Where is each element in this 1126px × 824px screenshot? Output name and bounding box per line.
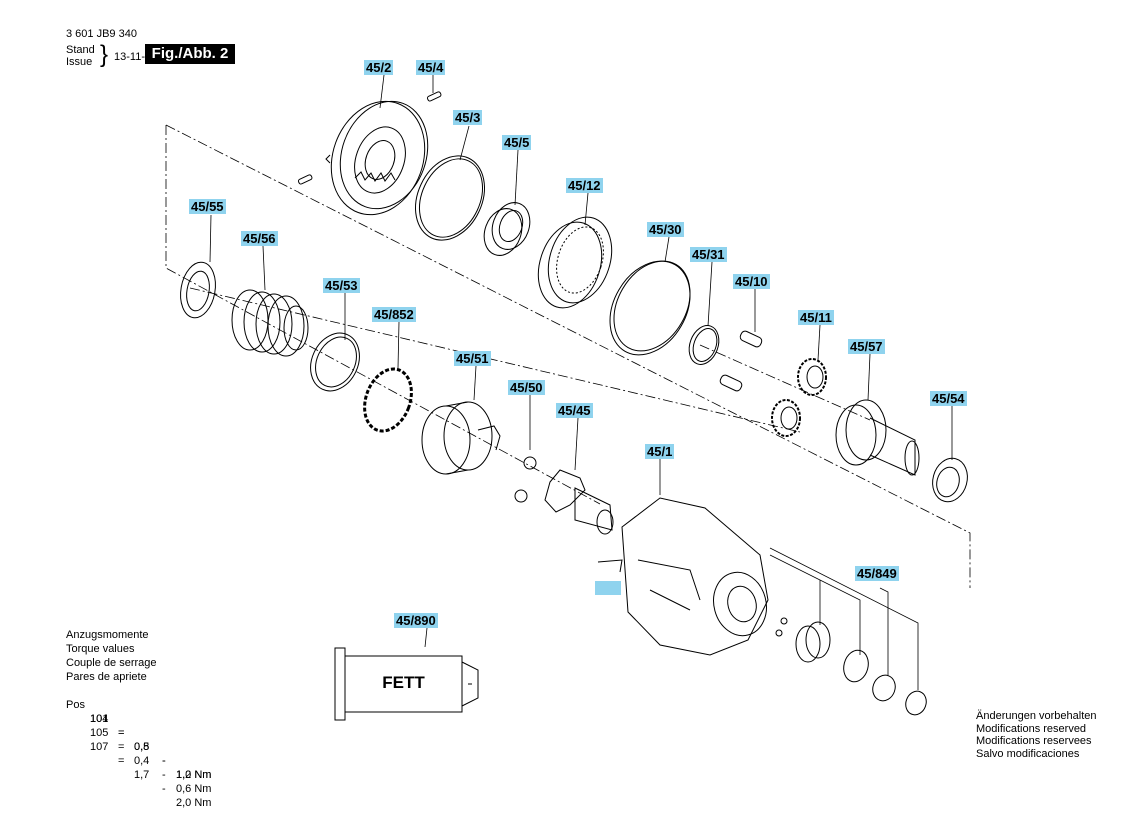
- torque-title-de: Anzugsmomente: [66, 629, 149, 641]
- label-45-11: 45/11: [798, 310, 834, 325]
- torque-dash: -: [162, 769, 166, 781]
- part-45-51-clutch: [421, 401, 501, 475]
- label-45-50: 45/50: [508, 380, 545, 395]
- label-45-890: 45/890: [394, 613, 438, 628]
- torque-pos: 105: [90, 727, 109, 739]
- label-45-56: 45/56: [241, 231, 278, 246]
- part-45-45-anvil: [544, 469, 614, 535]
- torque-min: 1,7: [134, 769, 150, 781]
- stand-label: Stand: [66, 44, 95, 56]
- torque-min: 0,4: [134, 755, 150, 767]
- label-45-45: 45/45: [556, 403, 593, 418]
- part-45-54-seal: [932, 457, 968, 503]
- torque-dash: -: [162, 783, 166, 795]
- torque-max: 1,0 Nm: [176, 769, 212, 781]
- assembly-axis-lines: [165, 124, 971, 588]
- torque-pos: 104: [90, 713, 109, 725]
- part-45-3-oring: [415, 155, 485, 241]
- modification-notes: Änderungen vorbehalten Modifications res…: [976, 710, 1096, 760]
- torque-pos: 107: [90, 741, 109, 753]
- note-de: Änderungen vorbehalten: [976, 710, 1097, 722]
- label-45-1: 45/1: [645, 444, 675, 459]
- label-blank-highlight: [595, 581, 621, 595]
- torque-row: 105 = 0,4 - 0,6 Nm: [66, 712, 211, 795]
- torque-min: 0,8: [134, 741, 150, 753]
- torque-eq: =: [118, 727, 125, 739]
- part-45-50-ball: [523, 456, 537, 470]
- note-en: Modifications reserved: [976, 722, 1087, 735]
- part-45-12-ring-gear: [537, 216, 613, 309]
- label-45-5: 45/5: [502, 135, 532, 150]
- torque-eq: =: [118, 741, 125, 753]
- torque-row: Pos 101 = 0,8 - 1,2 Nm: [66, 684, 211, 781]
- label-45-51: 45/51: [454, 351, 491, 366]
- exploded-diagram: [165, 74, 971, 721]
- part-45-1-gear-housing: [597, 497, 769, 656]
- part-45-31-ring: [688, 325, 720, 365]
- label-45-3: 45/3: [453, 110, 483, 125]
- label-45-53: 45/53: [323, 278, 360, 293]
- label-45-2: 45/2: [364, 60, 394, 75]
- figure-label: Fig./Abb. 2: [145, 44, 235, 64]
- label-45-12: 45/12: [566, 178, 603, 193]
- label-45-54: 45/54: [930, 391, 967, 406]
- part-45-852-ball-ring: [363, 367, 413, 433]
- pos-label: Pos: [66, 699, 85, 711]
- label-45-849: 45/849: [855, 566, 899, 581]
- label-45-4: 45/4: [416, 60, 446, 75]
- torque-max: 1,2 Nm: [176, 769, 212, 781]
- label-45-30: 45/30: [647, 222, 684, 237]
- label-45-57: 45/57: [848, 339, 885, 354]
- torque-pos: 101: [90, 713, 109, 725]
- part-45-50-ball-lower: [514, 489, 528, 503]
- part-45-11-planet-gears: [771, 358, 827, 437]
- part-45-890-grease-tube: [334, 647, 479, 721]
- label-45-31: 45/31: [690, 247, 727, 262]
- torque-max: 2,0 Nm: [176, 797, 212, 809]
- part-45-5-bearing: [483, 202, 531, 256]
- torque-row: 107 = 1,7 - 2,0 Nm: [66, 726, 211, 809]
- torque-title-fr: Couple de serrage: [66, 657, 157, 669]
- torque-title-en: Torque values: [66, 643, 135, 655]
- label-45-55: 45/55: [189, 199, 226, 214]
- torque-row: 104 = 0,5 - 1,0 Nm: [66, 698, 211, 781]
- torque-min: 0,5: [134, 741, 150, 753]
- torque-max: 0,6 Nm: [176, 783, 212, 795]
- part-45-55-seal: [180, 261, 216, 319]
- part-45-2-housing: [325, 100, 429, 216]
- label-45-10: 45/10: [733, 274, 770, 289]
- part-45-56-spring: [231, 289, 309, 357]
- label-45-852: 45/852: [372, 307, 416, 322]
- part-45-10-needle: [739, 330, 763, 348]
- document-number: 3 601 JB9 340: [66, 28, 137, 40]
- note-es: Salvo modificaciones: [976, 747, 1080, 760]
- torque-title-es: Pares de apriete: [66, 671, 147, 683]
- torque-values: Anzugsmomente Torque values Couple de se…: [66, 628, 211, 809]
- torque-eq: =: [118, 727, 125, 739]
- brace-glyph: }: [100, 41, 109, 68]
- torque-dash: -: [162, 755, 166, 767]
- part-45-53-washer: [310, 332, 360, 392]
- part-45-4-pin-lower: [297, 174, 313, 185]
- part-45-30-disc: [609, 260, 691, 356]
- note-fr: Modifications reservees: [976, 735, 1092, 748]
- torque-dash: -: [162, 755, 166, 767]
- part-45-57-carrier: [835, 399, 920, 476]
- torque-eq: =: [118, 755, 125, 767]
- issue-label: Issue: [66, 56, 93, 68]
- part-45-4-pin: [426, 91, 442, 102]
- part-45-10-needle-lower: [719, 374, 743, 392]
- part-45-849-parts: [775, 617, 927, 716]
- grease-tube-label: FETT: [382, 673, 425, 692]
